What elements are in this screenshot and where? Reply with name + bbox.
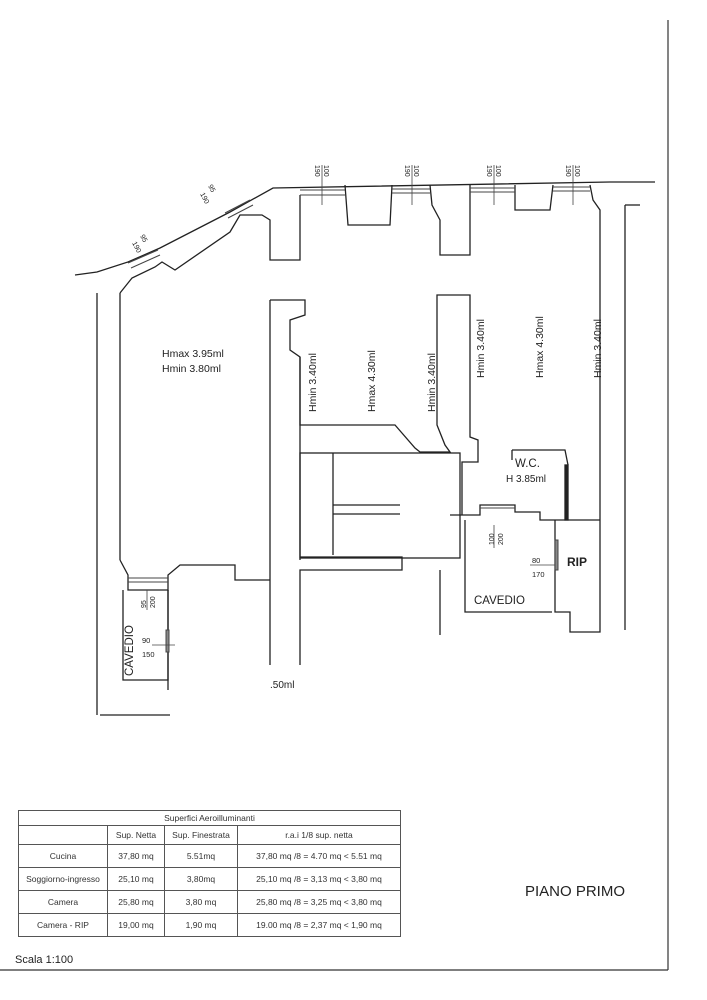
scale-label: Scala 1:100 (15, 954, 74, 966)
vertical-height-label: Hmax 4.30ml (534, 316, 546, 378)
table-cell: 37,80 mq (107, 844, 165, 868)
wc-window-dim: 200 (498, 533, 505, 545)
table-cell: 3,80 mq (164, 890, 238, 914)
aeroilluminanti-table: Superfici Aeroilluminanti Sup. Netta Sup… (18, 810, 401, 937)
window-height: 100 (322, 165, 329, 177)
table-cell: 19.00 mq /8 = 2,37 mq < 1,90 mq (237, 913, 401, 937)
room-height-min: Hmin 3.80ml (162, 363, 221, 375)
vertical-height-label: Hmin 3.40ml (592, 319, 604, 378)
dimension-ticks (146, 165, 574, 646)
table-header: Sup. Netta (107, 825, 165, 845)
table-cell: Soggiorno-ingresso (18, 867, 108, 891)
window-width: 190 (313, 165, 320, 177)
table-header (18, 825, 108, 845)
vertical-height-label: Hmax 4.30ml (366, 350, 378, 412)
left-window-dim: 150 (142, 650, 155, 659)
cavedio-right-label: CAVEDIO (474, 595, 525, 607)
table-cell: 25,80 mq /8 = 3,25 mq < 3,80 mq (237, 890, 401, 914)
left-window-dim: 95 (141, 600, 148, 608)
table-row: Cucina 37,80 mq 5.51mq 37,80 mq /8 = 4.7… (18, 844, 401, 868)
wc-label: W.C. (515, 458, 540, 470)
table-row: Camera - RIP 19,00 mq 1,90 mq 19.00 mq /… (18, 913, 401, 937)
window-width: 190 (564, 165, 571, 177)
wc-height: H 3.85ml (506, 474, 546, 485)
cavedio-left-label: CAVEDIO (124, 625, 136, 676)
table-cell: 25,10 mq (107, 867, 165, 891)
table-cell: Cucina (18, 844, 108, 868)
rip-window-dim: 80 (532, 556, 540, 565)
room-height-max: Hmax 3.95ml (162, 348, 224, 360)
window-width: 190 (403, 165, 410, 177)
window-width: 95 (138, 234, 148, 244)
table-cell: 37,80 mq /8 = 4.70 mq < 5.51 mq (237, 844, 401, 868)
window-width: 190 (485, 165, 492, 177)
table-cell: 19,00 mq (107, 913, 165, 937)
rip-window-dim: 170 (532, 570, 545, 579)
table-row: Soggiorno-ingresso 25,10 mq 3,80mq 25,10… (18, 867, 401, 891)
table-cell: 25,10 mq /8 = 3,13 mq < 3,80 mq (237, 867, 401, 891)
partial-height-label: .50ml (270, 680, 294, 691)
table-cell: 1,90 mq (164, 913, 238, 937)
table-cell: 3,80mq (164, 867, 238, 891)
window-width: 95 (206, 184, 216, 194)
rip-label: RIP (567, 555, 587, 569)
vertical-height-label: Hmin 3.40ml (426, 353, 438, 412)
table-cell: 25,80 mq (107, 890, 165, 914)
table-header: r.a.i 1/8 sup. netta (237, 825, 401, 845)
wc-window-dim: 100 (489, 533, 496, 545)
window-height: 100 (494, 165, 501, 177)
window-height: 100 (573, 165, 580, 177)
table-row: Camera 25,80 mq 3,80 mq 25,80 mq /8 = 3,… (18, 890, 401, 914)
sheet-border (0, 20, 669, 971)
vertical-height-label: Hmin 3.40ml (475, 319, 487, 378)
table-cell: 5.51mq (164, 844, 238, 868)
window-height: 100 (412, 165, 419, 177)
left-window-dim: 200 (150, 596, 157, 608)
vertical-height-label: Hmin 3.40ml (307, 353, 319, 412)
table-header: Sup. Finestrata (164, 825, 238, 845)
window-height: 190 (130, 241, 142, 255)
table-title: Superfici Aeroilluminanti (18, 810, 401, 826)
table-cell: Camera - RIP (18, 913, 108, 937)
walls (74, 181, 655, 716)
window-height: 190 (198, 192, 210, 206)
floor-title: PIANO PRIMO (525, 883, 626, 900)
table-cell: Camera (18, 890, 108, 914)
left-window-dim: 90 (142, 636, 150, 645)
windows (127, 186, 590, 653)
